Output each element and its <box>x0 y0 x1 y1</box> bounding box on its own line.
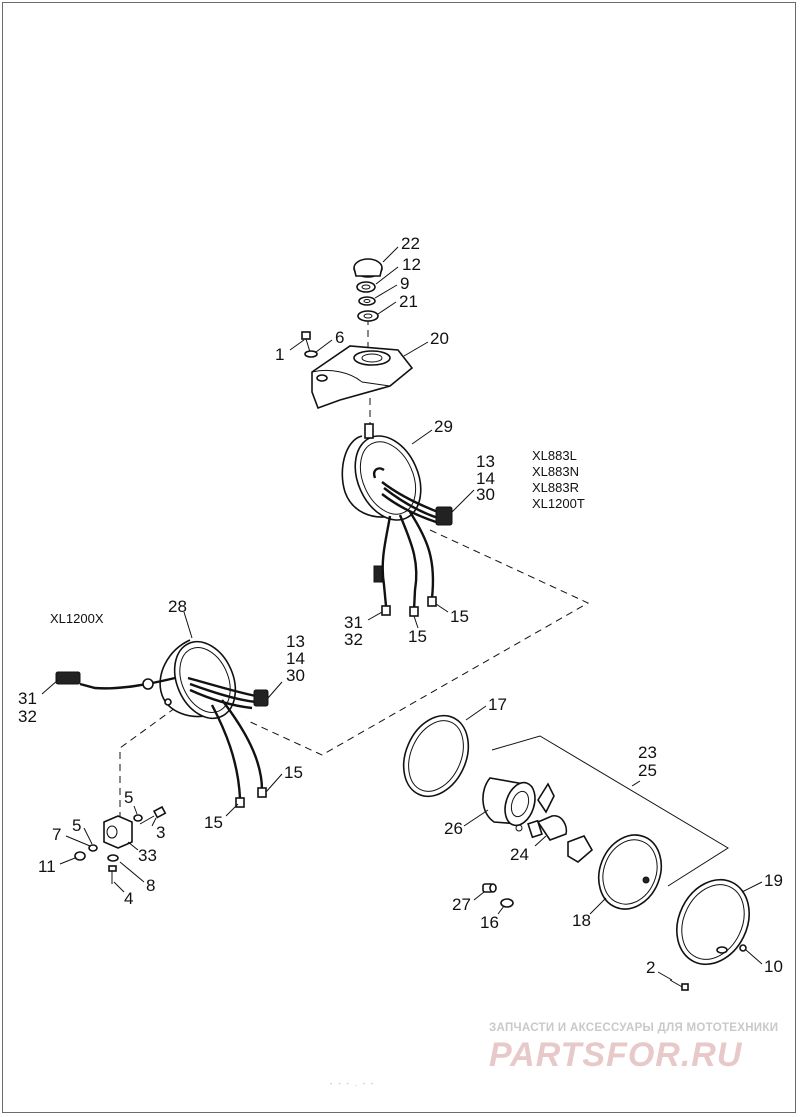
callout-4: 4 <box>124 889 133 908</box>
callout-24: 24 <box>510 845 529 864</box>
callout-15-upper-b: 15 <box>450 607 469 626</box>
washer-6 <box>304 350 318 358</box>
bolt-3 <box>139 805 167 825</box>
callout-32-upper: 32 <box>344 630 363 649</box>
callout-labels: 22 12 9 21 1 6 20 29 13 14 30 31 32 15 1… <box>18 234 783 977</box>
callout-32-lower: 32 <box>18 707 37 726</box>
group-bracket-23-25 <box>491 735 729 887</box>
screw-1 <box>301 331 311 353</box>
nut-10 <box>739 944 747 952</box>
callout-11: 11 <box>38 857 56 876</box>
bulb-16 <box>500 898 514 908</box>
callout-27: 27 <box>452 895 471 914</box>
callout-21: 21 <box>399 292 418 311</box>
mount-hardware <box>74 805 167 884</box>
callout-26: 26 <box>444 819 463 838</box>
mount-block-33 <box>103 815 133 849</box>
callout-30-lower: 30 <box>286 666 305 685</box>
bulb-27 <box>482 883 497 893</box>
model-xl883l: XL883L <box>532 448 577 463</box>
callout-5-lower: 5 <box>72 816 81 835</box>
callout-28: 28 <box>168 597 187 616</box>
model-xl1200x: XL1200X <box>50 611 104 626</box>
bulb-socket-26 <box>482 777 536 827</box>
washer-9 <box>358 296 376 306</box>
washer-5-upper <box>133 814 143 822</box>
acorn-cap-22 <box>353 258 383 278</box>
document-id: - - - . - - <box>330 1081 376 1088</box>
callout-6: 6 <box>335 328 344 347</box>
watermark-logo: PARTSFOR.RU <box>489 1036 743 1074</box>
headlamp-housing-29 <box>341 423 453 617</box>
nut-12 <box>356 281 376 293</box>
callout-8: 8 <box>146 876 155 895</box>
socket-connector <box>567 835 594 863</box>
callout-7: 7 <box>52 825 61 844</box>
spacer-21 <box>357 310 379 322</box>
callout-2: 2 <box>646 958 655 977</box>
halogen-bulb-24 <box>515 815 568 841</box>
assembly-centerlines <box>119 318 590 820</box>
callout-12: 12 <box>402 255 421 274</box>
model-xl883n: XL883N <box>532 464 579 479</box>
callout-15-upper-a: 15 <box>408 627 427 646</box>
callout-5-upper: 5 <box>124 788 133 807</box>
screw-2 <box>669 979 689 991</box>
callout-14-lower: 14 <box>286 649 305 668</box>
callout-30-upper: 30 <box>476 485 495 504</box>
callout-18: 18 <box>572 911 591 930</box>
callout-17: 17 <box>488 695 507 714</box>
callout-9: 9 <box>400 274 409 293</box>
washer-5-lower <box>88 844 98 852</box>
callout-23: 23 <box>638 743 657 762</box>
callout-33: 33 <box>138 846 157 865</box>
callout-13-upper: 13 <box>476 452 495 471</box>
callout-16: 16 <box>480 913 499 932</box>
callout-31-upper: 31 <box>344 613 363 632</box>
leader-lines <box>41 246 763 981</box>
sealed-beam-lamp-18 <box>597 834 663 910</box>
callout-25: 25 <box>638 761 657 780</box>
model-xl883r: XL883R <box>532 480 579 495</box>
watermark-caption: ЗАПЧАСТИ И АКСЕССУАРЫ ДЛЯ МОТОТЕХНИКИ <box>489 1022 779 1034</box>
callout-10: 10 <box>764 957 783 976</box>
headlamp-bracket-20 <box>311 345 414 410</box>
headlamp-ring-19 <box>676 878 750 966</box>
callout-15-lower-b: 15 <box>204 813 223 832</box>
callout-13-lower: 13 <box>286 632 305 651</box>
trim-ring-17 <box>402 714 470 798</box>
callout-19: 19 <box>764 871 783 890</box>
washer-8 <box>107 854 119 862</box>
callout-29: 29 <box>434 417 453 436</box>
callout-3: 3 <box>156 823 165 842</box>
model-labels: XL883L XL883N XL883R XL1200T XL1200X <box>50 448 585 626</box>
headlamp-housing-28 <box>55 639 269 808</box>
callout-22: 22 <box>401 234 420 253</box>
callout-15-lower-a: 15 <box>284 763 303 782</box>
callout-31-lower: 31 <box>18 689 37 708</box>
screw-4 <box>108 865 117 884</box>
model-xl1200t: XL1200T <box>532 496 585 511</box>
top-cap-nut-stack <box>353 258 383 322</box>
callout-1: 1 <box>275 345 284 364</box>
nut-11 <box>74 851 86 861</box>
callout-14-upper: 14 <box>476 469 495 488</box>
callout-20: 20 <box>430 329 449 348</box>
clip-spring <box>537 782 555 814</box>
